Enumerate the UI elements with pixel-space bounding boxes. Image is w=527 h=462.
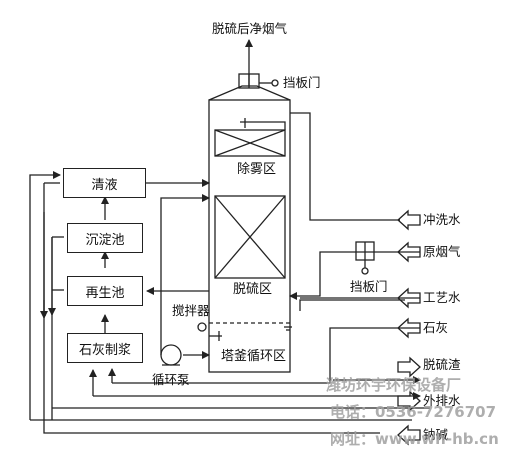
slag-label: 脱硫渣 [423,357,461,372]
regen-tank-label: 再生池 [85,285,125,301]
demist-zone-label: 除雾区 [236,162,278,177]
caustic-arrow [397,424,421,446]
clear-liquid-box: 清液 [63,168,146,198]
regen-tank-box: 再生池 [67,276,143,306]
process-water-arrow [397,287,421,309]
lime-arrow [397,317,421,339]
watermark-company: 潍坊环宇环保设备厂 [326,376,462,394]
circ-pump-label: 循环泵 [152,372,190,387]
raw-gas-label: 原烟气 [423,244,461,259]
drain-label: 外排水 [423,393,461,408]
inlet-damper-label: 挡板门 [350,279,388,294]
lime-prep-box: 石灰制浆 [67,333,143,363]
lime-prep-label: 石灰制浆 [78,342,131,358]
agitator-label: 搅拌器 [172,303,210,318]
spray-header [240,121,286,130]
watermark-phone: 电话：0536-7276707 [330,403,497,421]
caustic-label: 钠碱 [423,427,449,442]
desulfurization-pack [214,195,286,279]
flush-water-label: 冲洗水 [423,212,461,227]
watermark-web: 网址：www.wh-hb.cn [330,430,499,448]
slag-arrow [397,356,421,378]
tower-body [208,99,291,373]
circ-zone-label: 塔釜循环区 [220,349,288,364]
desulf-zone-label: 脱硫区 [232,282,274,297]
raw-gas-arrow [397,241,421,263]
top-damper-label: 挡板门 [283,75,321,90]
lime-label: 石灰 [423,320,449,335]
drain-arrow [397,390,421,412]
demister-pack [214,129,286,157]
process-water-label: 工艺水 [423,290,461,305]
settling-tank-box: 沉淀池 [67,223,143,253]
flush-water-arrow [397,209,421,231]
settling-tank-label: 沉淀池 [85,232,125,248]
clean-gas-label: 脱硫后净烟气 [212,21,288,36]
clear-liquid-label: 清液 [91,177,118,193]
